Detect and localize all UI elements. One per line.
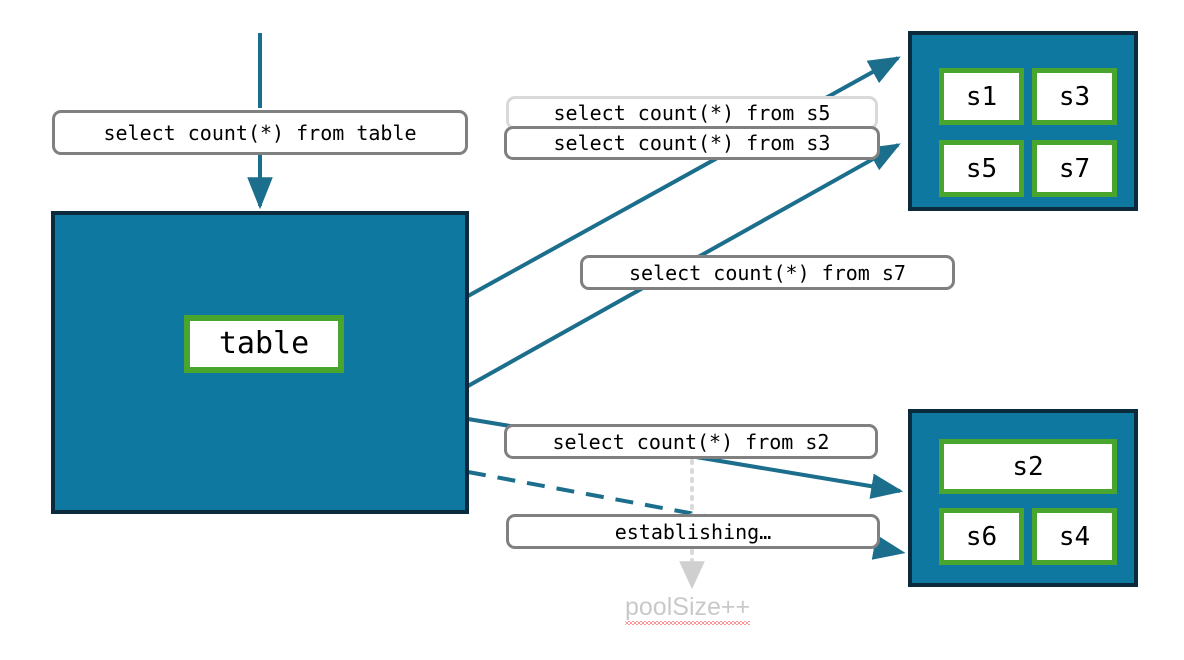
pool-top-node-s7-label: s7 xyxy=(1058,153,1091,184)
pool-top-node-s1-label: s1 xyxy=(965,81,998,112)
query-chip-s5[interactable]: select count(*) from s5 xyxy=(506,96,878,130)
node-table[interactable]: table xyxy=(184,315,344,373)
pool-bottom-node-s4-label: s4 xyxy=(1058,521,1091,552)
query-chip-source-label: select count(*) from table xyxy=(103,120,417,145)
pool-top-node-s7[interactable]: s7 xyxy=(1032,140,1117,197)
query-chip-s2[interactable]: select count(*) from s2 xyxy=(504,424,878,459)
pool-bottom-node-s6[interactable]: s6 xyxy=(939,508,1024,565)
query-chip-s3-label: select count(*) from s3 xyxy=(553,131,831,155)
pool-bottom-node-s2[interactable]: s2 xyxy=(939,439,1117,494)
query-chip-s7-label: select count(*) from s7 xyxy=(629,260,906,285)
pool-top-node-s3[interactable]: s3 xyxy=(1032,68,1117,125)
pool-top-node-s3-label: s3 xyxy=(1058,81,1091,112)
annotation-poolsize-label: poolSize++ xyxy=(625,593,751,625)
pool-top-node-s5-label: s5 xyxy=(965,153,998,184)
query-chip-s5-label: select count(*) from s5 xyxy=(553,101,831,125)
pool-bottom-node-s6-label: s6 xyxy=(965,521,998,552)
annotation-poolsize: poolSize++ xyxy=(625,593,751,625)
query-chip-s2-label: select count(*) from s2 xyxy=(552,429,830,454)
pool-bottom: s2 s6 s4 xyxy=(908,409,1138,587)
query-chip-source[interactable]: select count(*) from table xyxy=(52,110,468,155)
table-container: table xyxy=(51,211,469,514)
query-chip-s3[interactable]: select count(*) from s3 xyxy=(504,126,880,160)
pool-bottom-node-s4[interactable]: s4 xyxy=(1032,508,1117,565)
pool-bottom-node-s2-label: s2 xyxy=(1012,451,1044,482)
query-chip-s7[interactable]: select count(*) from s7 xyxy=(580,255,955,290)
pool-top-node-s5[interactable]: s5 xyxy=(939,140,1024,197)
pool-top: s1 s3 s5 s7 xyxy=(908,31,1138,211)
query-chip-establishing-label: establishing… xyxy=(614,519,772,544)
query-chip-establishing[interactable]: establishing… xyxy=(506,514,880,549)
node-table-label: table xyxy=(218,326,310,361)
pool-top-node-s1[interactable]: s1 xyxy=(939,68,1024,125)
